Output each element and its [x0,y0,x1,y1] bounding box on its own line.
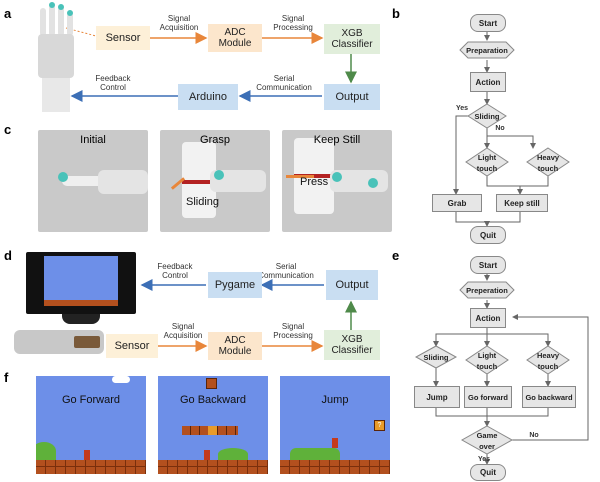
game-screen-jump: Jump ? [280,376,390,474]
flow-b-action: Action [470,72,506,92]
photo-grasp [160,130,270,232]
flow-b-heavy-touch: Heavy touch [536,153,560,173]
flow-e-no: No [529,432,539,439]
arduino-box: Arduino [178,84,238,110]
caption-initial: Initial [80,134,106,146]
signal-processing-label-d: Signal Processing [273,322,313,340]
sensor-box: Sensor [96,26,150,50]
game-screen-backward: Go Backward [158,376,268,474]
flow-e-light-touch: Light touch [476,351,498,371]
flow-b-no: No [495,125,505,132]
signal-acquisition-label: Signal Acquisition [159,14,199,32]
panel-label-d: d [4,248,12,263]
output-box: Output [324,84,380,110]
flow-e-game-over: Game over [476,431,498,451]
caption-keep-still: Keep Still [313,134,361,146]
signal-processing-label: Signal Processing [273,14,313,32]
flow-b-sliding: Sliding [474,111,500,121]
signal-acquisition-label-d: Signal Acquisition [163,322,203,340]
gloved-hand-photo [14,330,104,354]
pygame-box: Pygame [208,272,262,298]
flow-e-quit: Quit [470,464,506,481]
panel-label-b: b [392,6,400,21]
panel-label-c: c [4,122,12,137]
flow-b-keep-still: Keep still [496,194,548,212]
xgb-classifier-box-d: XGB Classifier [324,330,380,360]
flow-e-sliding: Sliding [423,352,449,362]
question-block: ? [374,420,385,431]
flow-b-start: Start [470,14,506,32]
adc-module-box: ADC Module [208,24,262,52]
flow-e-yes: Yes [477,456,491,463]
serial-communication-label: Serial Communication [256,74,312,92]
flow-e-go-backward: Go backward [522,386,576,408]
serial-communication-label-d: Serial Communication [258,262,314,280]
flow-e-heavy-touch: Heavy touch [536,351,560,371]
sliding-annotation: Sliding [186,196,220,208]
monitor [26,252,136,314]
photo-keep-still [282,130,392,232]
flow-e-action: Action [470,308,506,328]
panel-label-f: f [4,370,9,385]
photo-initial [38,130,148,232]
flow-b-preparation: Preparation [466,45,508,55]
xgb-classifier-box: XGB Classifier [324,24,380,54]
caption-go-forward: Go Forward [61,394,121,406]
caption-go-backward: Go Backward [179,394,247,406]
flow-b-yes: Yes [455,105,469,112]
mario-sprite [84,450,90,460]
flow-b-grab: Grab [432,194,482,212]
game-screen-forward: Go Forward [36,376,146,474]
flow-b-light-touch: Light touch [476,153,498,173]
flow-e-preperation: Preperation [466,285,508,295]
panel-label-e: e [392,248,400,263]
feedback-control-label-d: Feedback Control [157,262,193,280]
flow-b-quit: Quit [470,226,506,244]
sensor-box-d: Sensor [106,334,158,358]
flow-e-jump: Jump [414,386,460,408]
panel-label-a: a [4,6,12,21]
press-annotation: Press [300,176,329,188]
adc-module-box-d: ADC Module [208,332,262,360]
flow-e-go-forward: Go forward [464,386,512,408]
monitor-game-screen [44,256,118,306]
flow-e-start: Start [470,256,506,274]
caption-jump: Jump [321,394,349,406]
feedback-control-label: Feedback Control [95,74,131,92]
caption-grasp: Grasp [200,134,230,146]
monitor-stand [62,314,100,324]
robotic-hand-image [34,2,78,112]
output-box-d: Output [326,270,378,300]
